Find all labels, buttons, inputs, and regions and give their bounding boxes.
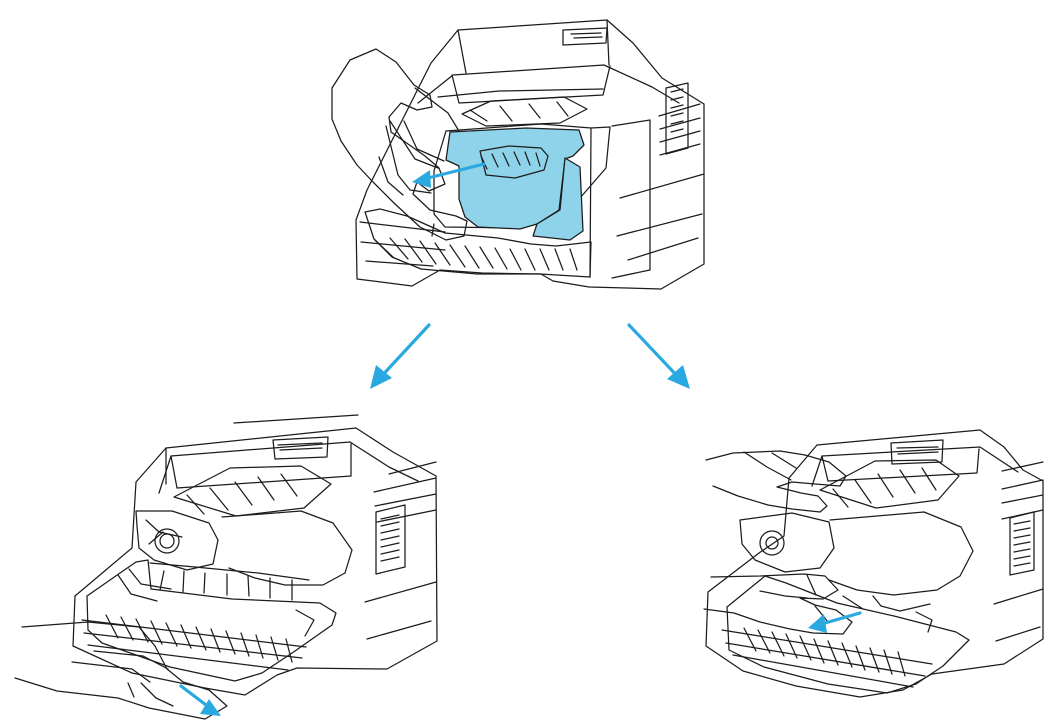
top-printer-illustration: [331, 19, 705, 290]
pull-arrow-icon: [179, 684, 221, 716]
pull-arrow-icon: [412, 162, 486, 188]
flow-arrow-icon: [627, 323, 690, 389]
flow-arrow-icon: [370, 323, 431, 389]
right-printer-illustration: [703, 429, 1044, 698]
left-printer-illustration: [14, 414, 438, 720]
pull-arrow-icon: [808, 611, 862, 633]
